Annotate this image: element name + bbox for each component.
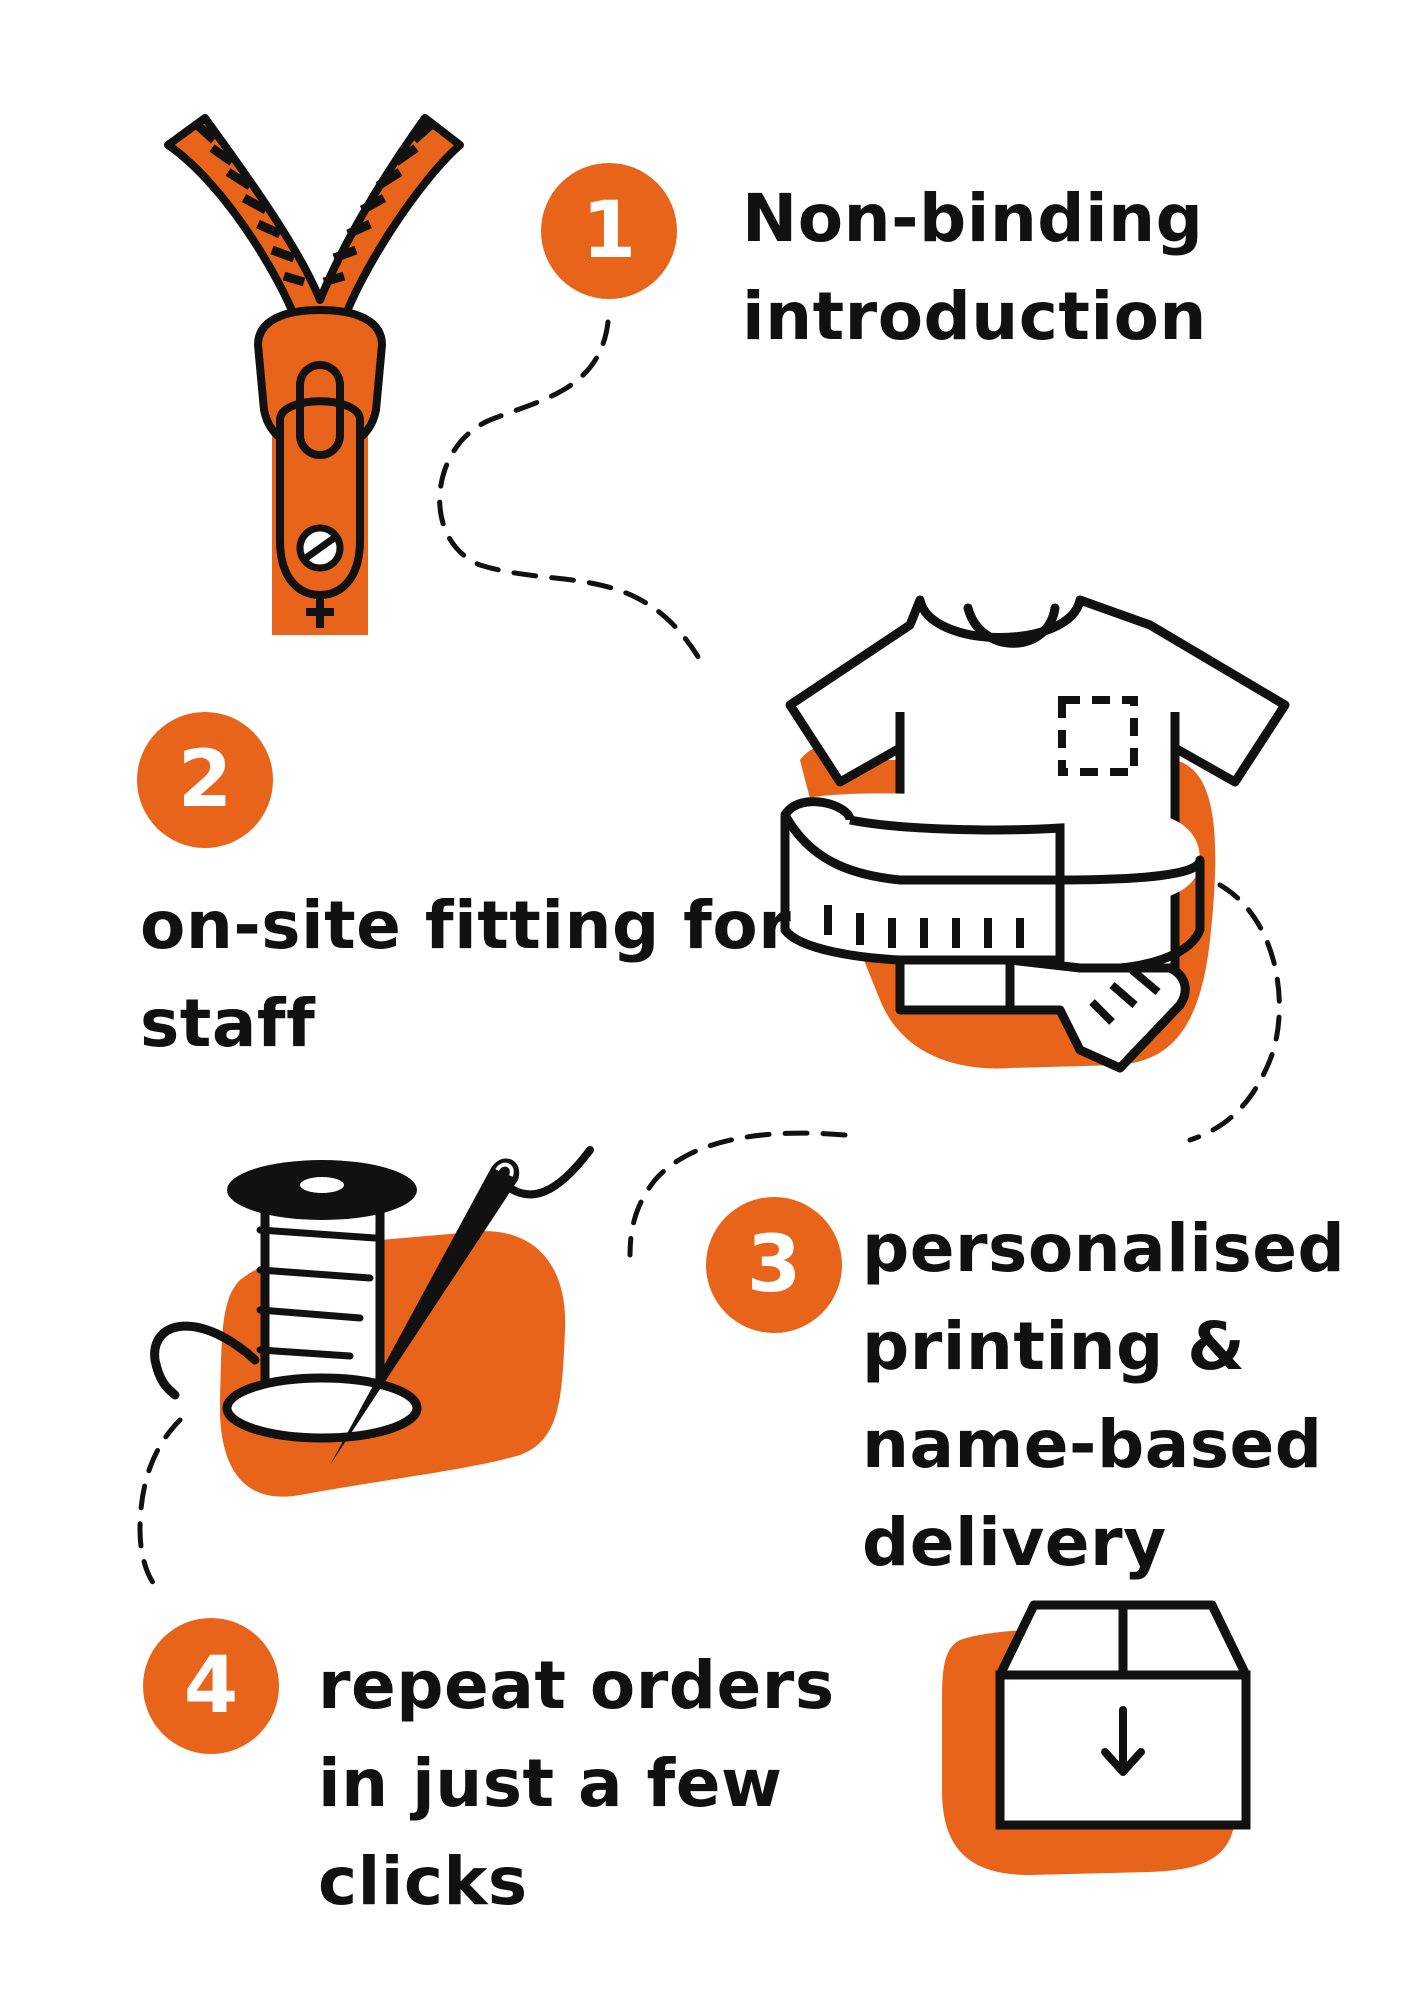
step-number-badge: 3 <box>706 1197 842 1333</box>
connector-path-2 <box>1187 882 1282 1143</box>
step-number-badge: 1 <box>541 163 677 299</box>
connector-path-3 <box>627 1130 848 1258</box>
step-label: Non-binding introduction <box>742 180 1207 355</box>
step-number-badge: 4 <box>143 1618 279 1754</box>
step-label: on-site fitting for staff <box>140 887 792 1062</box>
tshirt-measuring-tape-icon <box>780 595 1290 1073</box>
step-number-badge: 2 <box>137 712 273 848</box>
zipper-icon <box>164 114 464 635</box>
step-label: personalised printing & name-based deliv… <box>862 1210 1346 1581</box>
step-label: repeat orders in just a few clicks <box>318 1647 835 1920</box>
delivery-box-icon <box>942 1600 1251 1875</box>
connector-path-4 <box>137 1417 183 1588</box>
thread-spool-needle-icon <box>150 1146 594 1497</box>
connector-path-1 <box>437 319 703 663</box>
